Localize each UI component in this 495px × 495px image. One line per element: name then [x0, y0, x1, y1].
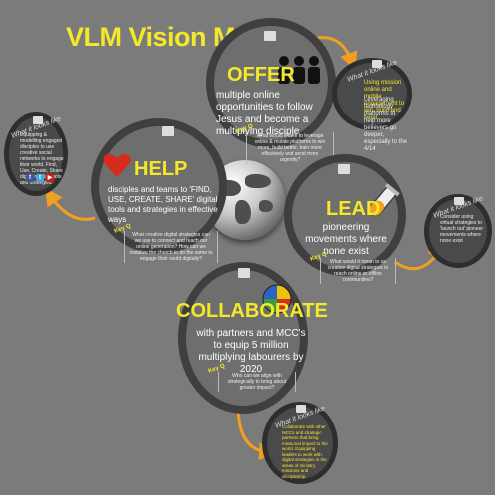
- help-tag-icon: [162, 126, 174, 136]
- help-description: disciples and teams to 'FIND, USE, CREAT…: [108, 185, 218, 224]
- collaborate-title: COLLABORATE: [176, 300, 328, 322]
- lead-detail-tag-icon: [454, 197, 464, 205]
- lead-bullet-1: Consider using virtual strategies to 'la…: [440, 214, 484, 244]
- help-detail-circle[interactable]: [4, 112, 68, 196]
- youtube-icon[interactable]: ▶: [46, 174, 54, 182]
- collaborate-bullet-1: Collaborate with other MCCs and strategi…: [282, 424, 328, 479]
- help-circle[interactable]: [91, 118, 227, 254]
- collaborate-detail-tag-icon: [296, 405, 306, 413]
- offer-key-question: What would it take to leverage online & …: [246, 132, 334, 164]
- help-arrow: [45, 187, 96, 221]
- collaborate-detail-circle[interactable]: [262, 402, 338, 484]
- help-detail-tag-icon: [33, 116, 43, 124]
- test-tube-icon: [364, 182, 400, 222]
- offer-bullet-2: Leveraging technology platforms to help …: [364, 97, 408, 152]
- offer-title: OFFER: [227, 64, 295, 86]
- lead-tag-icon: [338, 164, 350, 174]
- colorful-ball-icon: [262, 284, 292, 314]
- facebook-icon[interactable]: f: [26, 174, 34, 182]
- collaborate-circle[interactable]: [178, 262, 308, 414]
- offer-detail-tag-icon: [372, 60, 382, 68]
- lead-detail-circle[interactable]: [424, 194, 492, 268]
- collaborate-tag-icon: [238, 268, 250, 278]
- lead-circle[interactable]: [284, 154, 406, 276]
- offer-tag-icon: [264, 31, 276, 41]
- collaborate-description: with partners and MCC's to equip 5 milli…: [196, 328, 306, 375]
- offer-description: multiple online opportunities to follow …: [216, 90, 313, 137]
- collaborate-key-question: Who can we align with strategically to b…: [218, 372, 296, 392]
- lead-title: LEAD: [326, 198, 381, 220]
- people-icon: [276, 55, 322, 85]
- help-title: HELP: [134, 158, 188, 180]
- twitter-icon[interactable]: t: [36, 174, 44, 182]
- heart-icon: [103, 152, 131, 178]
- offer-bullet-1: Using mission online and mobile engageme…: [364, 80, 405, 121]
- lead-description: pioneering movements where none exist: [305, 222, 387, 257]
- lead-key-question: What would it mean to us creative digita…: [320, 258, 396, 284]
- help-key-question: What creative digital strategies can we …: [124, 231, 218, 263]
